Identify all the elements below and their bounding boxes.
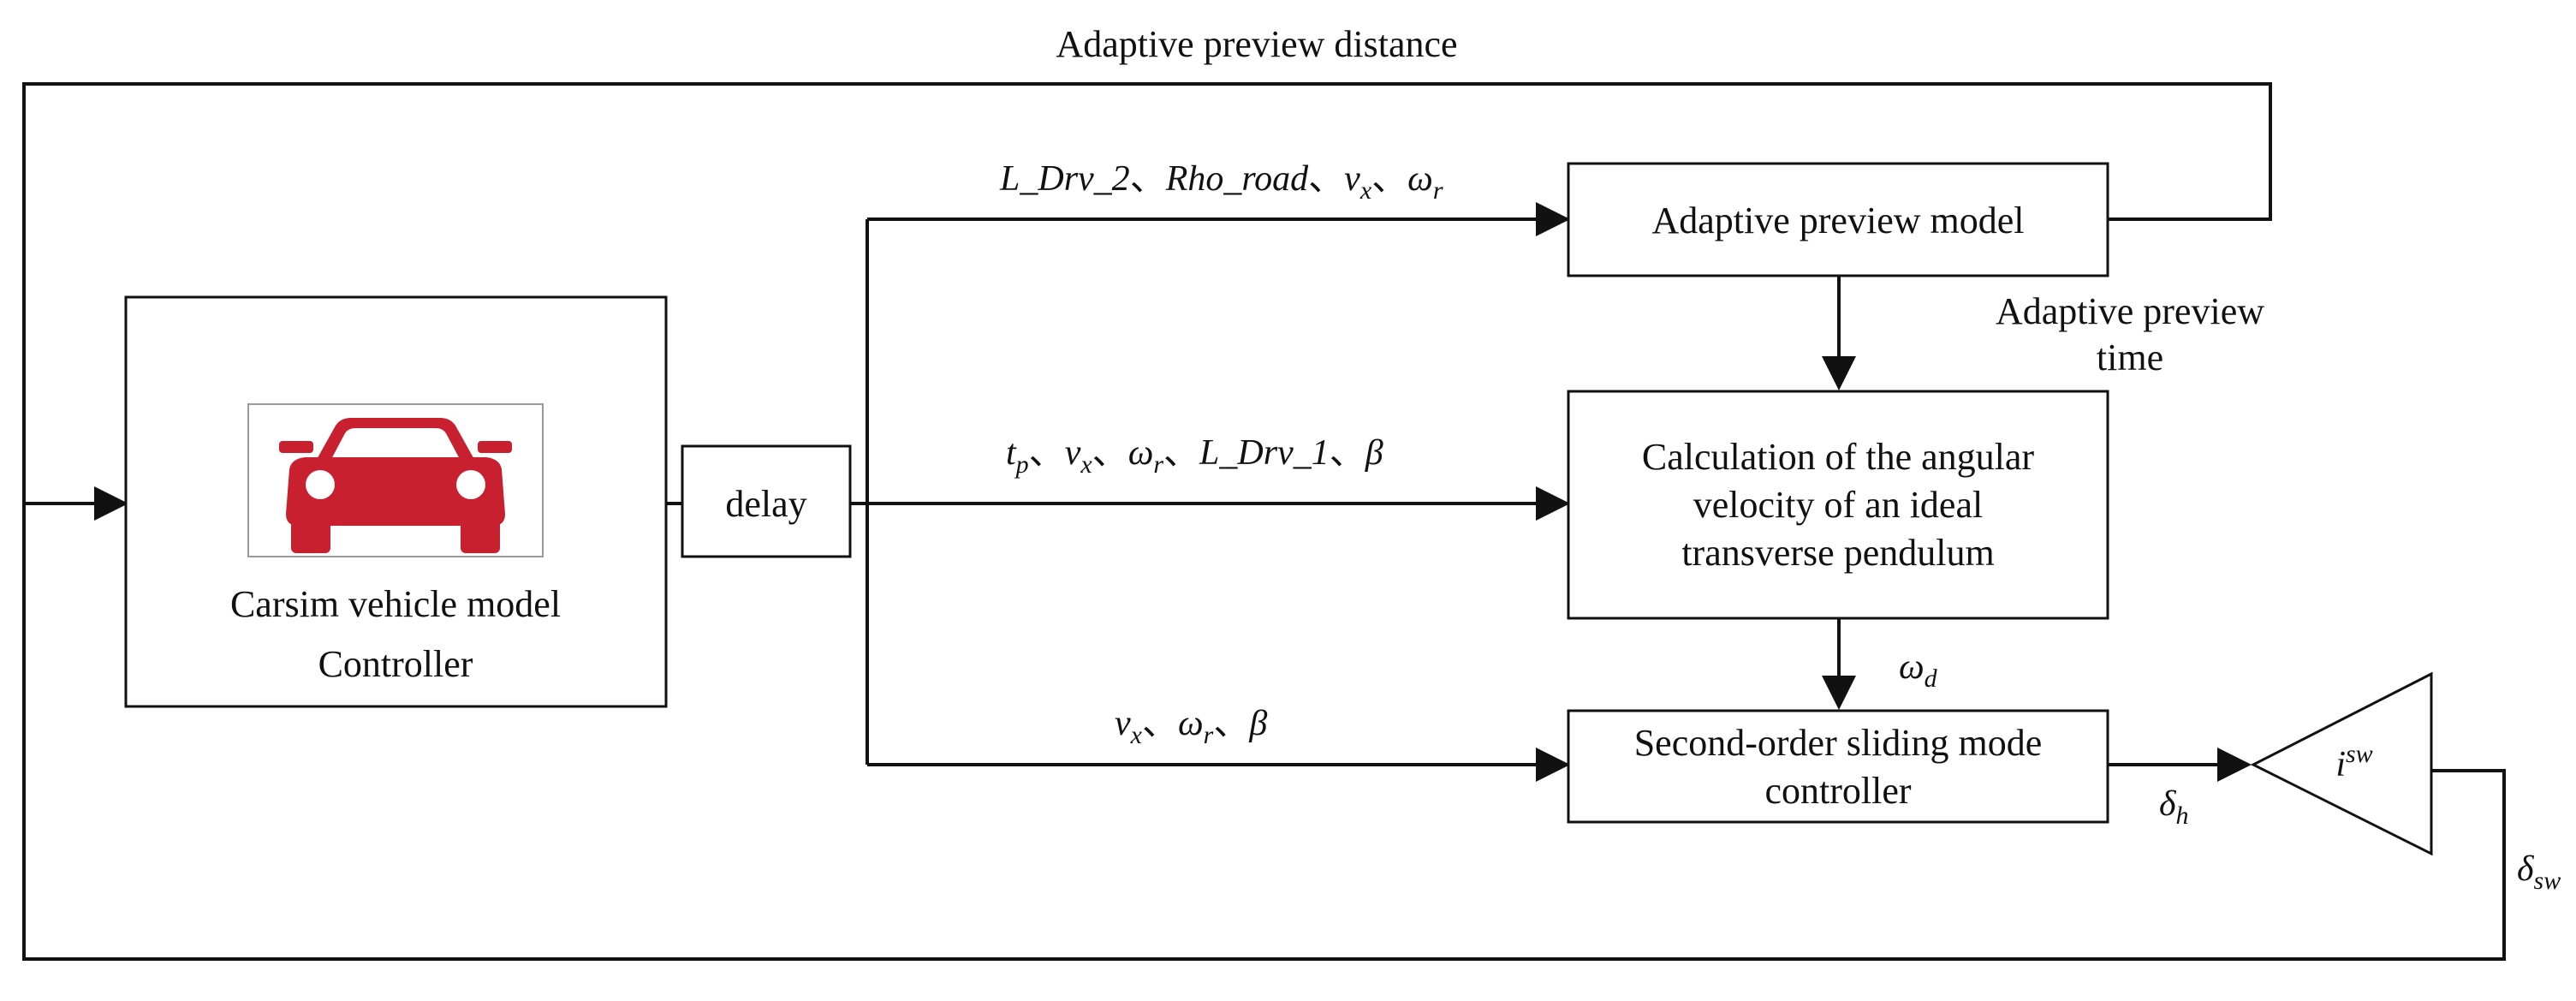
calc-label-line3: transverse pendulum (1681, 532, 1994, 574)
middle-branch-signals: tp、vx、ωr、L_Drv_1、β (1006, 433, 1383, 479)
calc-label-line1: Calculation of the angular (1642, 436, 2035, 478)
calc-label-line2: velocity of an ideal (1693, 484, 1983, 526)
angular-velocity-calc-block (1567, 390, 2109, 620)
feedback-adaptive-distance-line (22, 82, 2272, 503)
car-front-icon (247, 403, 544, 557)
smc-label-line2: controller (1764, 770, 1911, 812)
steering-ratio-gain-block (2250, 671, 2433, 856)
bottom-branch-signals: vx、ωr、β (1115, 704, 1267, 749)
delta-h-label: δh (2159, 784, 2189, 830)
top-branch-signals: L_Drv_2、Rho_road、vx、ωr (999, 159, 1443, 205)
feedback-steering-line (22, 503, 2506, 961)
adaptive-preview-model-label: Adaptive preview model (1652, 200, 2025, 241)
smc-label-line1: Second-order sliding mode (1634, 722, 2043, 764)
gain-label: isw (2335, 740, 2372, 784)
sliding-mode-controller-block (1567, 709, 2109, 824)
vehicle-model-subtitle: Controller (318, 643, 473, 685)
delay-block (681, 444, 852, 558)
delta-sw-label: δsw (2517, 849, 2561, 895)
adaptive-preview-model-block (1567, 162, 2109, 277)
adaptive-preview-distance-label: Adaptive preview distance (1056, 23, 1457, 65)
omega-d-label: ωd (1899, 647, 1938, 693)
vehicle-model-title: Carsim vehicle model (230, 583, 561, 625)
adaptive-preview-time-line1: Adaptive preview (1996, 290, 2264, 332)
adaptive-preview-time-line2: time (2097, 337, 2163, 378)
delay-label: delay (725, 483, 806, 525)
